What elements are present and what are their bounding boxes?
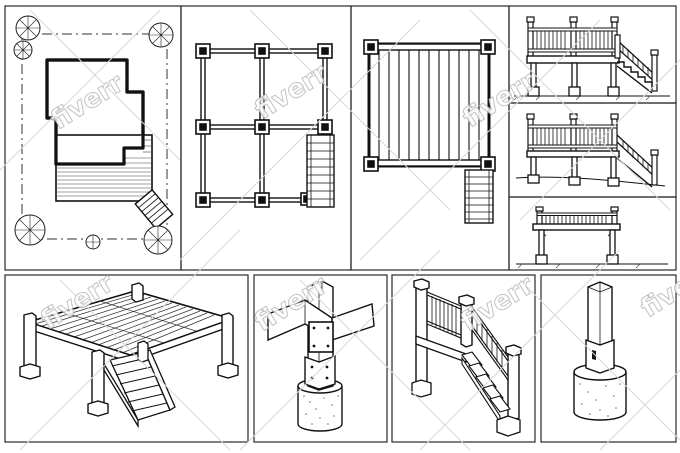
stair-plan — [306, 134, 335, 208]
tree-symbols — [13, 15, 174, 255]
side-elevation-stair — [616, 134, 659, 188]
post-footings — [195, 43, 333, 208]
panel-footing-post-layout — [180, 5, 352, 271]
panel-site-plan — [4, 5, 182, 271]
stair-treads — [461, 351, 511, 424]
panel-elevation-front — [508, 196, 677, 271]
watermark-text: fiverr — [636, 256, 680, 324]
panel-stair-railing-detail — [391, 274, 536, 443]
watermark-text: fiverr — [46, 68, 129, 136]
panel-beam-post-connection-detail — [253, 274, 388, 443]
panel-isometric-deck — [4, 274, 249, 443]
elevation-stair — [614, 34, 659, 94]
framing-stair — [464, 169, 494, 224]
panel-framing-plan — [350, 5, 510, 271]
panel-elevation-side — [508, 102, 677, 198]
panel-post-footing-detail — [540, 274, 677, 443]
panel-elevation-rear — [508, 5, 677, 104]
deck-plan — [45, 58, 174, 230]
watermark-text: fiverr — [456, 270, 539, 338]
